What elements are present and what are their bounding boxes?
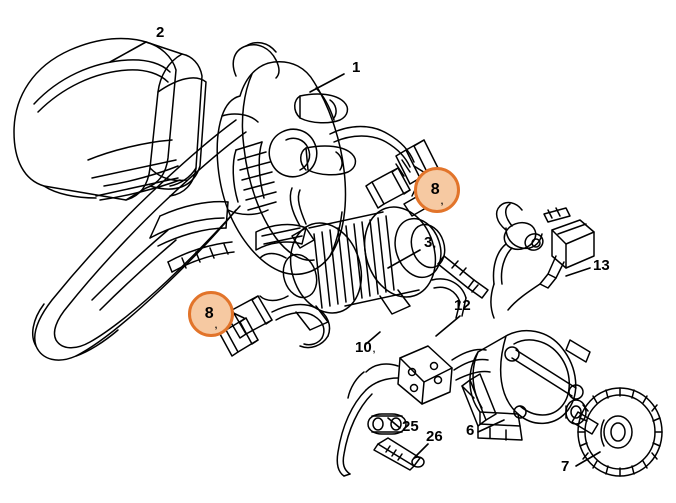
callout-2-number: 2: [156, 24, 165, 41]
callout-10-sub: ,: [372, 344, 376, 354]
callout-25-number: 25: [402, 418, 419, 435]
part-motor-housing: [31, 41, 357, 361]
callout-2: 2: [156, 25, 165, 40]
callout-13-number: 13: [593, 257, 610, 274]
callout-3-sub: ,: [433, 239, 436, 249]
callout-12: 12: [454, 298, 472, 313]
callout-7-number: 7: [561, 458, 570, 475]
callout-6: 6: [466, 423, 475, 438]
highlight-8-lower-number: 8: [204, 305, 214, 322]
highlight-callout-8-lower[interactable]: 8,: [188, 291, 234, 337]
part-fan-shroud: [461, 329, 599, 441]
callout-26: 26: [426, 429, 444, 444]
callout-7: 7: [561, 459, 570, 474]
part-cable-clamp: [367, 413, 407, 435]
callout-12-number: 12: [454, 297, 471, 314]
callout-3-number: 3: [424, 234, 433, 251]
callout-13: 13: [593, 258, 611, 273]
part-armature-rotor: [259, 173, 489, 331]
part-microswitch: [490, 201, 595, 319]
part-terminal-block: [336, 345, 491, 477]
callout-1: 1: [352, 60, 361, 75]
callout-3: 3,: [424, 235, 436, 250]
highlight-8-lower-sub: ,: [214, 320, 218, 330]
callout-26-number: 26: [426, 428, 443, 445]
part-drive-gear: [565, 387, 663, 477]
callout-1-number: 1: [352, 59, 361, 76]
callout-10: 10,: [355, 340, 375, 355]
part-motor-cover: [13, 37, 207, 201]
callout-leader-lines: [109, 41, 601, 467]
callout-25: 25: [402, 419, 420, 434]
highlight-8-upper-sub: ,: [440, 196, 444, 206]
part-lead-wire: [431, 278, 467, 319]
callout-6-number: 6: [466, 422, 475, 439]
part-clamp-screw: [373, 437, 425, 471]
callout-10-number: 10: [355, 339, 372, 356]
highlight-8-upper-number: 8: [430, 181, 440, 198]
highlight-callout-8-upper[interactable]: 8,: [414, 167, 460, 213]
